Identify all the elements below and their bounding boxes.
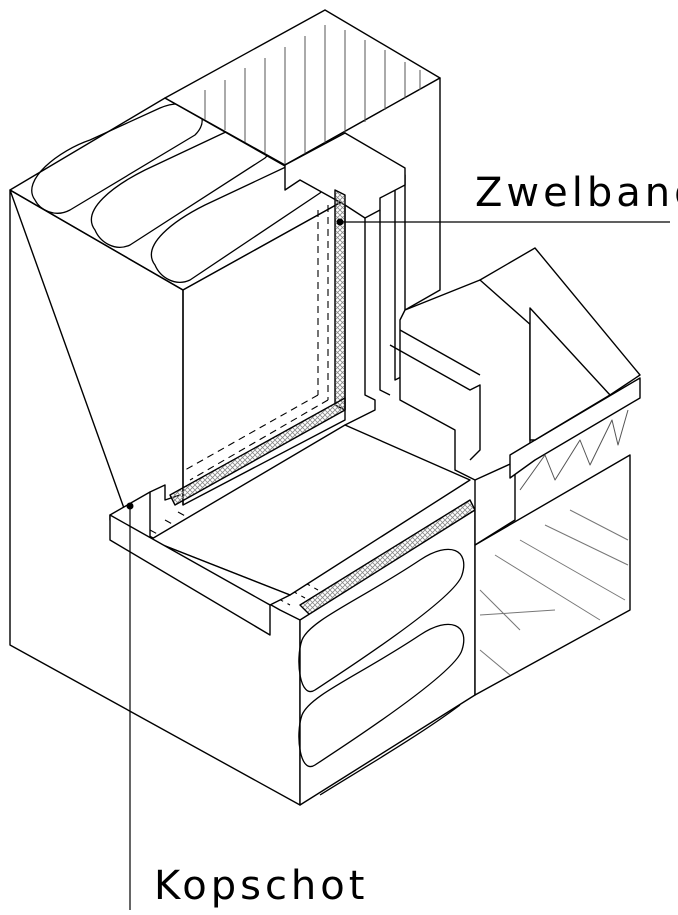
outer-frame — [389, 279, 531, 481]
stone-sill-zigzag — [519, 409, 629, 491]
zwelband-tape-horizontal — [169, 397, 476, 616]
wall-block — [9, 97, 346, 806]
insulation-lower — [298, 548, 465, 796]
kopschot-leader-dot — [126, 502, 134, 510]
zwelband-leader-dot — [336, 218, 344, 226]
outer-wall-hatch — [479, 509, 629, 676]
window-sill — [109, 424, 471, 636]
kopschot-label: Kopschot — [154, 863, 369, 909]
back-wall-hatch — [204, 25, 421, 165]
zwelband-label: Zwelband — [475, 170, 678, 216]
stone-sill — [479, 247, 641, 479]
window-frame-vertical — [284, 132, 406, 426]
outer-wall — [474, 454, 631, 696]
leader-lines — [129, 221, 670, 910]
